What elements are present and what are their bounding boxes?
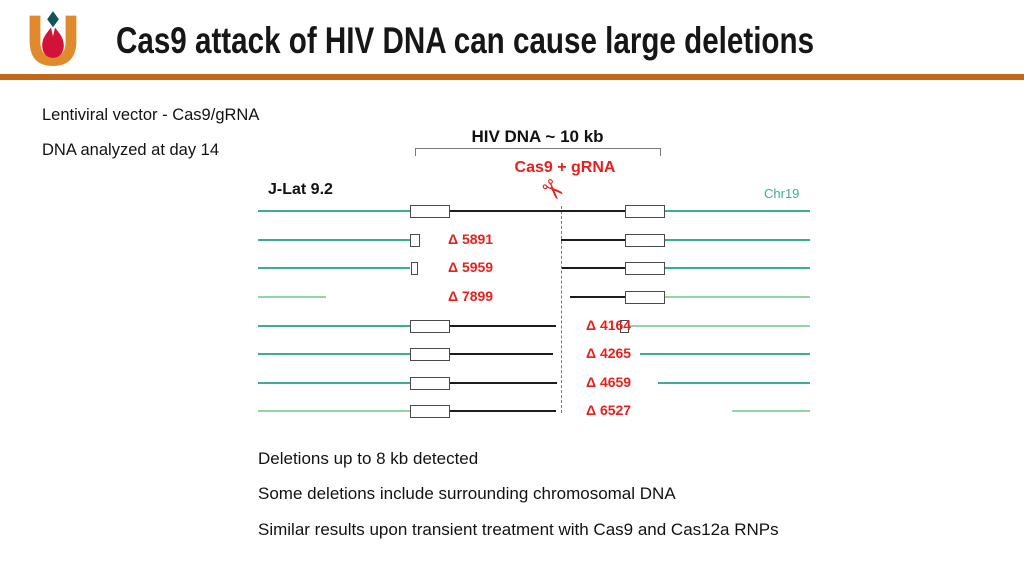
ltr-box: [411, 261, 418, 275]
chromosome-label: Chr19: [764, 186, 800, 201]
dna-line-segment: [258, 382, 410, 384]
ltr-box: [410, 204, 450, 218]
hiv-dna-size-label: HIV DNA ~ 10 kb: [471, 127, 604, 146]
dna-line-segment: [665, 267, 810, 269]
hiv-dna-bracket: [415, 148, 661, 156]
dna-line-segment: [665, 210, 810, 212]
ltr-box: [410, 347, 450, 361]
dna-line-segment: [629, 325, 810, 327]
logo-tulip: [42, 24, 64, 58]
cut-site-dashed-line: [561, 206, 562, 413]
header-divider: [0, 74, 1024, 80]
dna-line-segment: [258, 410, 410, 412]
deletion-size-label: Δ 4265: [586, 345, 632, 361]
conclusion-line-3: Similar results upon transient treatment…: [258, 520, 779, 539]
deletion-size-label: Δ 7899: [448, 288, 494, 304]
ltr-box: [625, 233, 665, 247]
ltr-box: [410, 404, 450, 418]
ltr-box: [625, 261, 665, 275]
dna-line-segment: [732, 410, 810, 412]
dna-line-segment: [570, 295, 625, 299]
logo-tulip-notch: [49, 22, 57, 37]
dna-line-segment: [258, 239, 410, 241]
ltr-box: [625, 204, 665, 218]
deletion-size-label: Δ 6527: [586, 402, 632, 418]
dna-line-segment: [562, 266, 625, 270]
conclusion-line-2: Some deletions include surrounding chrom…: [258, 484, 676, 503]
dna-line-segment: [450, 352, 553, 356]
ltr-box: [410, 319, 450, 333]
deletion-size-label: Δ 4164: [586, 317, 632, 333]
deletion-size-label: Δ 5959: [448, 259, 494, 275]
dna-line-segment: [258, 267, 410, 269]
dna-line-segment: [665, 296, 810, 298]
dna-line-segment: [450, 409, 556, 413]
umc-tulip-logo: [29, 11, 77, 67]
logo-u-shape: [29, 15, 77, 67]
page-title: Cas9 attack of HIV DNA can cause large d…: [116, 20, 815, 61]
deletion-size-label: Δ 4659: [586, 374, 632, 390]
cas9-grna-label: Cas9 + gRNA: [514, 159, 616, 176]
dna-line-segment: [258, 210, 410, 212]
intro-line-2: DNA analyzed at day 14: [42, 141, 220, 159]
dna-line-segment: [665, 239, 810, 241]
dna-line-segment: [450, 381, 557, 385]
dna-line-segment: [258, 296, 326, 298]
cell-line-label: J-Lat 9.2: [268, 181, 333, 198]
dna-line-segment: [258, 353, 410, 355]
conclusion-line-1: Deletions up to 8 kb detected: [258, 449, 479, 468]
ltr-box: [620, 319, 629, 333]
intro-line-1: Lentiviral vector - Cas9/gRNA: [42, 106, 260, 124]
dna-line-segment: [640, 353, 810, 355]
dna-line-segment: [658, 382, 810, 384]
dna-line-segment: [450, 324, 556, 328]
ltr-box: [410, 233, 420, 247]
ltr-box: [410, 376, 450, 390]
dna-line-segment: [450, 209, 625, 213]
dna-line-segment: [258, 325, 410, 327]
ltr-box: [625, 290, 665, 304]
deletion-size-label: Δ 5891: [448, 231, 494, 247]
dna-line-segment: [561, 238, 625, 242]
